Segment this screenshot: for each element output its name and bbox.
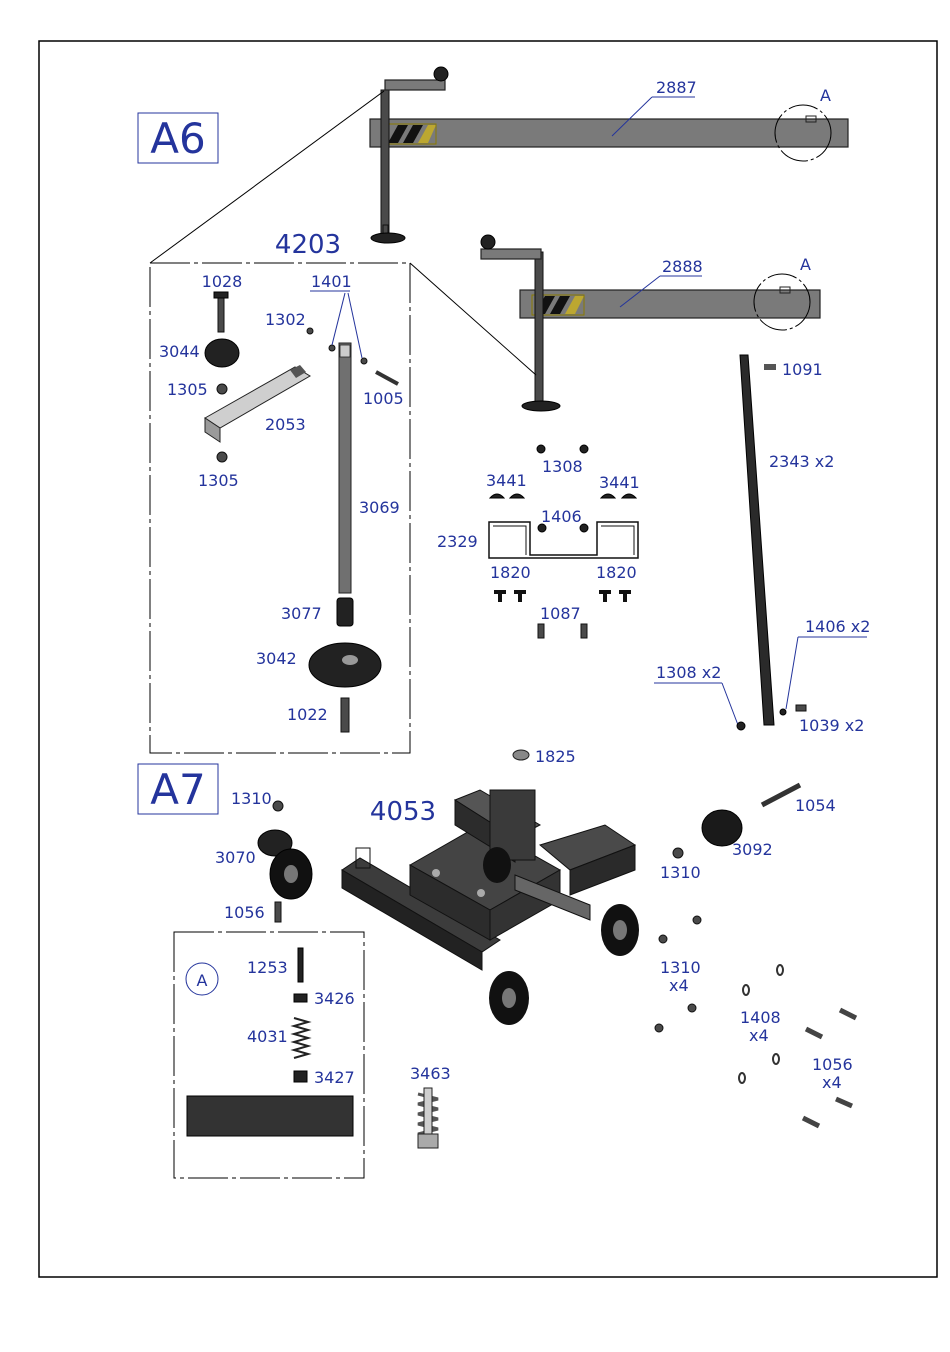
section-a7-tag: A7 xyxy=(138,764,218,814)
detail-a-label: A xyxy=(197,971,208,990)
label-1820-right: 1820 xyxy=(596,563,637,582)
section-a6-tag: A6 xyxy=(138,113,218,163)
label-1408-qty: x4 xyxy=(749,1026,769,1045)
label-4031: 4031 xyxy=(247,1027,288,1046)
label-1406: 1406 xyxy=(541,507,582,526)
label-1091: 1091 xyxy=(782,360,823,379)
label-1310-mid: 1310 xyxy=(660,863,701,882)
bracket-hardware-group: 1308 3441 3441 1406 2329 1820 1820 1087 xyxy=(437,445,640,638)
arm-assembly-lower: A 2888 xyxy=(481,235,820,411)
label-3092: 3092 xyxy=(732,840,773,859)
arm-assembly-upper: A 2887 xyxy=(370,67,848,243)
label-3044: 3044 xyxy=(159,342,200,361)
detail-ref-upper: A xyxy=(820,86,831,105)
label-2888: 2888 xyxy=(662,257,703,276)
detail-box-4203: 4203 1028 3044 1305 1305 2053 1302 1401 … xyxy=(150,230,410,753)
label-1310-qty: x4 xyxy=(669,976,689,995)
label-3441-left: 3441 xyxy=(486,471,527,490)
assembly-4203-label: 4203 xyxy=(275,230,341,260)
label-1825: 1825 xyxy=(535,747,576,766)
label-1087: 1087 xyxy=(540,604,581,623)
label-1305-upper: 1305 xyxy=(167,380,208,399)
label-1408: 1408 xyxy=(740,1008,781,1027)
label-3069: 3069 xyxy=(359,498,400,517)
section-a7-label: A7 xyxy=(150,765,205,814)
label-3042: 3042 xyxy=(256,649,297,668)
label-1056-left: 1056 xyxy=(224,903,265,922)
label-1054: 1054 xyxy=(795,796,836,815)
label-1005: 1005 xyxy=(363,389,404,408)
spring-assembly-3463: 3463 xyxy=(410,1064,451,1148)
assembly-4053-label: 4053 xyxy=(370,797,436,827)
label-1406x2: 1406 x2 xyxy=(805,617,870,636)
label-1310-upper: 1310 xyxy=(231,789,272,808)
label-1305-lower: 1305 xyxy=(198,471,239,490)
detail-box-a: A 1253 3426 4031 3427 xyxy=(174,932,364,1178)
section-a6-label: A6 xyxy=(150,114,205,163)
label-1028: 1028 xyxy=(202,272,243,291)
label-3070: 3070 xyxy=(215,848,256,867)
base-hardware-group: 1054 3092 1310 1310 x4 1408 x4 1056 x4 xyxy=(655,785,856,1126)
caster-3070: 1310 3070 1056 xyxy=(215,789,312,922)
label-1039x2: 1039 x2 xyxy=(799,716,864,735)
label-2887: 2887 xyxy=(656,78,697,97)
label-1302: 1302 xyxy=(265,310,306,329)
base-4053: 4053 1825 xyxy=(342,747,639,1025)
label-1310-x4: 1310 xyxy=(660,958,701,977)
label-1820-left: 1820 xyxy=(490,563,531,582)
label-3077: 3077 xyxy=(281,604,322,623)
label-2053: 2053 xyxy=(265,415,306,434)
label-3441-right: 3441 xyxy=(599,473,640,492)
label-2343: 2343 x2 xyxy=(769,452,834,471)
detail-ref-lower: A xyxy=(800,255,811,274)
label-1253: 1253 xyxy=(247,958,288,977)
label-1056-qty: x4 xyxy=(822,1073,842,1092)
label-1401: 1401 xyxy=(311,272,352,291)
label-1056-right: 1056 xyxy=(812,1055,853,1074)
tube-2343: 1091 2343 x2 1406 x2 1308 x2 1039 x2 xyxy=(654,355,870,735)
label-1308: 1308 xyxy=(542,457,583,476)
label-1022: 1022 xyxy=(287,705,328,724)
label-1308x2: 1308 x2 xyxy=(656,663,721,682)
label-3426: 3426 xyxy=(314,989,355,1008)
label-3427: 3427 xyxy=(314,1068,355,1087)
label-3463: 3463 xyxy=(410,1064,451,1083)
label-2329: 2329 xyxy=(437,532,478,551)
callout-line-right xyxy=(410,263,536,375)
